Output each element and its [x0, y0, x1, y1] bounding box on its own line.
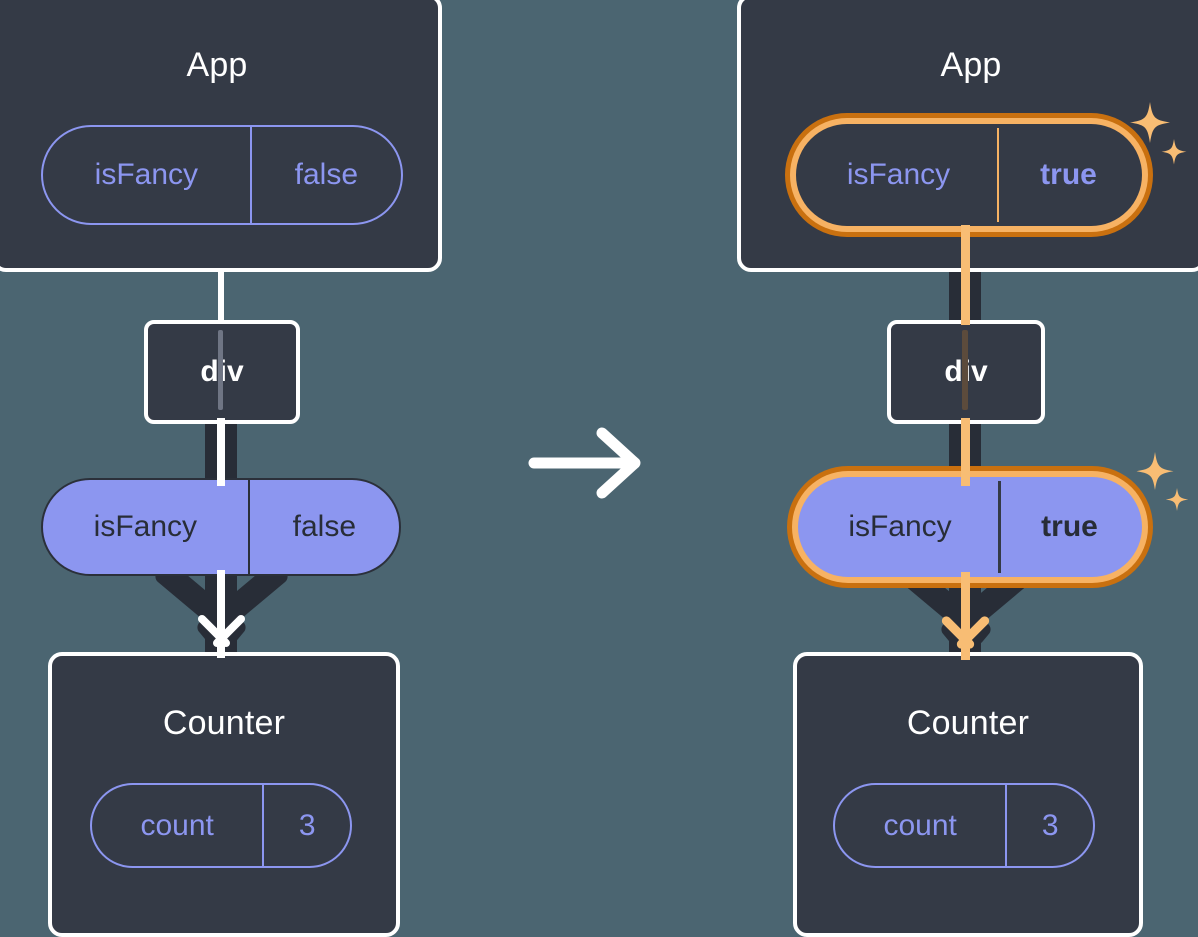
- counter-title-before: Counter: [162, 704, 286, 742]
- arrow-shaft-orange: [961, 572, 970, 660]
- connector-app-to-div-before: [218, 266, 224, 322]
- sparkles-icon-prop-after: [1130, 447, 1198, 527]
- prop-pill-key: isFancy: [848, 510, 952, 543]
- counter-title-after: Counter: [906, 704, 1030, 742]
- prop-pill-isfancy-after[interactable]: isFancy true: [802, 481, 1138, 573]
- state-pill-key: isFancy: [846, 158, 951, 191]
- prop-pill-isfancy-before[interactable]: isFancy false: [41, 478, 401, 576]
- state-pill-value: 3: [1005, 785, 1093, 866]
- connector-app-to-div-core-after: [961, 225, 970, 325]
- state-pill-key: count: [883, 808, 957, 842]
- state-pill-isfancy-app-after[interactable]: isFancy true: [800, 128, 1138, 222]
- connector-through-div-before: [218, 330, 223, 410]
- state-pill-count-counter-after[interactable]: count 3: [833, 783, 1095, 868]
- prop-pill-value: true: [998, 481, 1138, 573]
- prop-pill-key: isFancy: [93, 510, 198, 543]
- state-pill-value: false: [249, 127, 401, 223]
- state-pill-count-counter-before[interactable]: count 3: [90, 783, 352, 868]
- sparkles-icon-app-after: [1124, 96, 1196, 184]
- state-pill-key: isFancy: [94, 158, 199, 191]
- app-title-before: App: [186, 46, 248, 84]
- state-pill-isfancy-app-before[interactable]: isFancy false: [41, 125, 403, 225]
- prop-pill-value: false: [247, 480, 399, 574]
- state-pill-key: count: [140, 808, 214, 842]
- highlight-ring-app-pill-after: [785, 113, 1153, 237]
- app-title-after: App: [940, 46, 1002, 84]
- transition-arrow-icon: [528, 423, 648, 503]
- arrow-shaft-light: [217, 570, 225, 658]
- highlight-ring-hole: [796, 124, 1142, 226]
- state-pill-value: true: [997, 128, 1138, 222]
- connector-through-div-after: [962, 330, 968, 410]
- highlight-ring-inner: [790, 118, 1148, 232]
- right-arrow-icon: [528, 427, 641, 499]
- connector-div-to-prop-inner-before: [217, 418, 225, 486]
- connector-div-to-prop-core-after: [961, 418, 970, 486]
- state-pill-value: 3: [262, 785, 350, 866]
